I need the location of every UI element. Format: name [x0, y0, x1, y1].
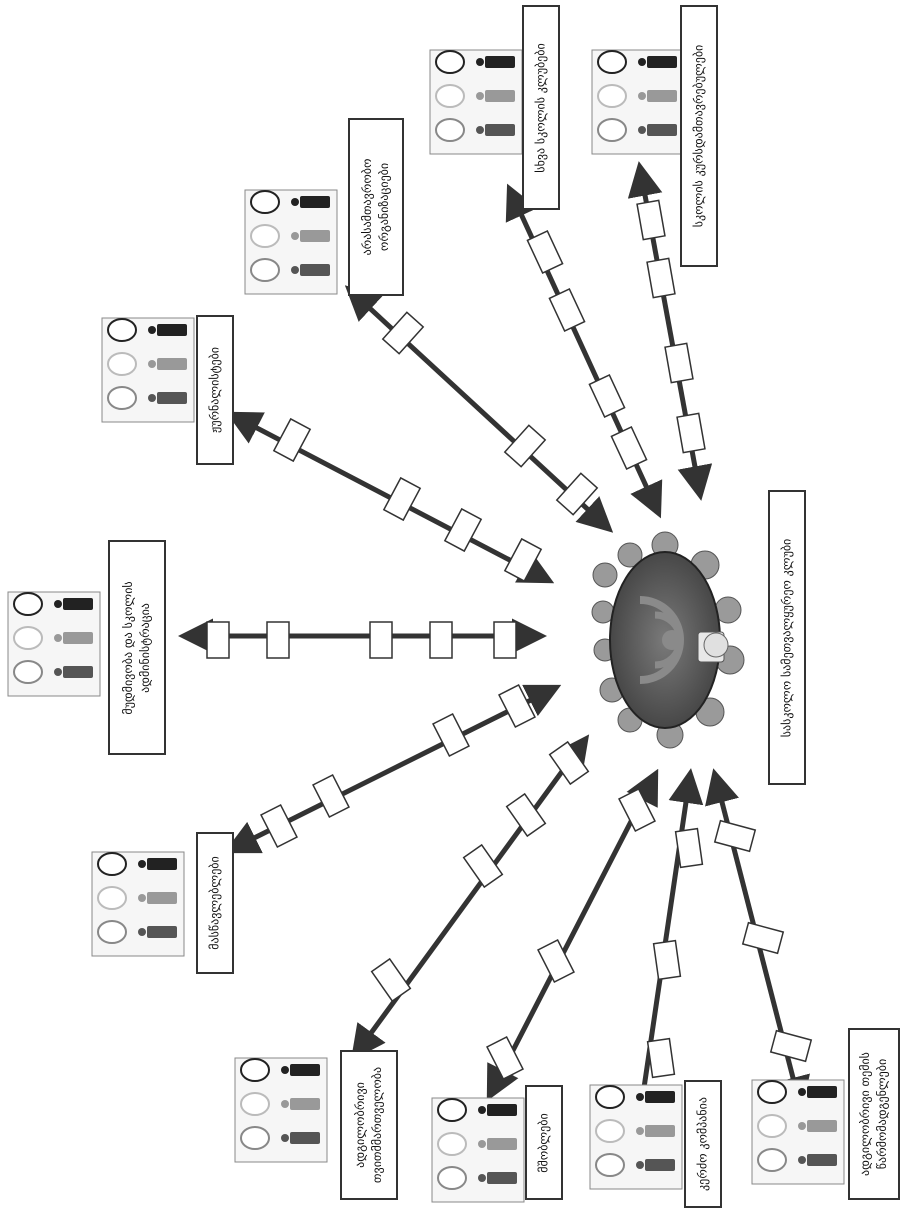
speech-bubble-icon [250, 224, 280, 248]
stakeholder-label-box-ngos: არასამთავრობო ორგანიზაციები [348, 118, 404, 296]
stakeholder-label-box-school-community: სკოლის კურსდამთავრებულები [680, 5, 718, 267]
stakeholder-label-parents: მშობლები [536, 1112, 551, 1173]
person-icon [798, 1156, 806, 1164]
person-icon [476, 92, 484, 100]
person-icon [291, 232, 299, 240]
person-icon [54, 600, 62, 608]
stakeholder-label-ngos: არასამთავრობო ორგანიზაციები [360, 158, 391, 256]
person-icon [638, 92, 646, 100]
speech-bubble-icon [597, 50, 627, 74]
person-icon [291, 198, 299, 206]
person-icon [138, 928, 146, 936]
stakeholder-label-box-local-representatives: ადგილობრივი თემის წარმომადგენლები [848, 1028, 900, 1200]
person-icon [138, 894, 146, 902]
stakeholder-label-local-gov: ადგილობრივი თვითმმართველობა [353, 1066, 384, 1184]
person-icon [476, 58, 484, 66]
stakeholder-label-local-representatives: ადგილობრივი თემის წარმომადგენლები [858, 1052, 889, 1176]
person-group-icon-private-company [589, 1084, 683, 1190]
stakeholder-label-box-ministry: მუდმივობა და სკოლის ადმინისტრაცია [108, 540, 166, 755]
stakeholder-label-other-clubs: სხვა სკოლის კლუბები [533, 42, 548, 173]
speech-bubble-icon [595, 1153, 625, 1177]
connector-local-gov [350, 734, 590, 1061]
person-icon [54, 634, 62, 642]
stakeholder-label-box-teachers: მასწავლებლები [196, 832, 234, 974]
connector-parents [486, 768, 659, 1102]
stakeholder-label-ministry: მუდმივობა და სკოლის ადმინისტრაცია [121, 580, 152, 715]
speech-bubble-icon [13, 660, 43, 684]
person-group-icon-teachers [91, 851, 185, 957]
center-label: სასკოლო სამეთვალყურეო კლუბი [779, 538, 794, 737]
speech-bubble-icon [97, 920, 127, 944]
speech-bubble-icon [595, 1119, 625, 1143]
person-icon [638, 126, 646, 134]
stakeholder-label-box-parents: მშობლები [525, 1085, 563, 1200]
person-group-icon-local-representatives [751, 1079, 845, 1185]
person-group-icon-local-gov [234, 1057, 328, 1163]
person-icon [291, 266, 299, 274]
person-icon [138, 860, 146, 868]
person-icon [478, 1140, 486, 1148]
stakeholder-label-journalists: ჟურნალისტები [207, 346, 222, 434]
stakeholder-label-teachers: მასწავლებლები [207, 856, 222, 950]
person-icon [476, 126, 484, 134]
speech-bubble-icon [250, 258, 280, 282]
speech-bubble-icon [757, 1148, 787, 1172]
speech-bubble-icon [437, 1098, 467, 1122]
person-group-icon-ministry [7, 591, 101, 697]
person-icon [281, 1134, 289, 1142]
person-icon-groups [7, 49, 845, 1203]
speech-bubble-icon [597, 84, 627, 108]
speech-bubble-icon [240, 1126, 270, 1150]
person-icon [638, 58, 646, 66]
stakeholder-label-school-community: სკოლის კურსდამთავრებულები [691, 44, 706, 228]
speech-bubble-icon [250, 190, 280, 214]
person-group-icon-school-community [591, 49, 685, 155]
stakeholder-label-private-company: კერძო კომპანია [695, 1097, 710, 1191]
speech-bubble-icon [107, 386, 137, 410]
person-icon [478, 1174, 486, 1182]
center-label-box: სასკოლო სამეთვალყურეო კლუბი [768, 490, 806, 785]
speech-bubble-icon [597, 118, 627, 142]
speech-bubble-icon [13, 592, 43, 616]
speech-bubble-icon [435, 118, 465, 142]
stakeholder-label-box-other-clubs: სხვა სკოლის კლუბები [522, 5, 560, 210]
speech-bubble-icon [107, 318, 137, 342]
person-icon [798, 1088, 806, 1096]
speech-bubble-icon [437, 1132, 467, 1156]
person-icon [54, 668, 62, 676]
speech-bubble-icon [13, 626, 43, 650]
person-icon [281, 1066, 289, 1074]
speech-bubble-icon [97, 886, 127, 910]
stakeholder-label-box-local-gov: ადგილობრივი თვითმმართველობა [340, 1050, 398, 1200]
stakeholder-label-box-journalists: ჟურნალისტები [196, 315, 234, 465]
speech-bubble-icon [595, 1085, 625, 1109]
person-icon [478, 1106, 486, 1114]
round-table-meeting-icon [591, 531, 745, 749]
speech-bubble-icon [107, 352, 137, 376]
person-icon [636, 1093, 644, 1101]
person-icon [148, 360, 156, 368]
person-icon [281, 1100, 289, 1108]
person-icon [798, 1122, 806, 1130]
speech-bubble-icon [97, 852, 127, 876]
person-group-icon-parents [431, 1097, 525, 1203]
speech-bubble-icon [240, 1058, 270, 1082]
person-icon [636, 1161, 644, 1169]
speech-bubble-icon [757, 1080, 787, 1104]
person-group-icon-ngos [244, 189, 338, 295]
speech-bubble-icon [435, 84, 465, 108]
speech-bubble-icon [435, 50, 465, 74]
stakeholder-label-box-private-company: კერძო კომპანია [684, 1080, 722, 1208]
person-group-icon-journalists [101, 317, 195, 423]
person-icon [148, 394, 156, 402]
speech-bubble-icon [240, 1092, 270, 1116]
speech-bubble-icon [757, 1114, 787, 1138]
person-group-icon-other-clubs [429, 49, 523, 155]
person-icon [636, 1127, 644, 1135]
person-icon [148, 326, 156, 334]
message-boxes [206, 199, 813, 1081]
speech-bubble-icon [437, 1166, 467, 1190]
